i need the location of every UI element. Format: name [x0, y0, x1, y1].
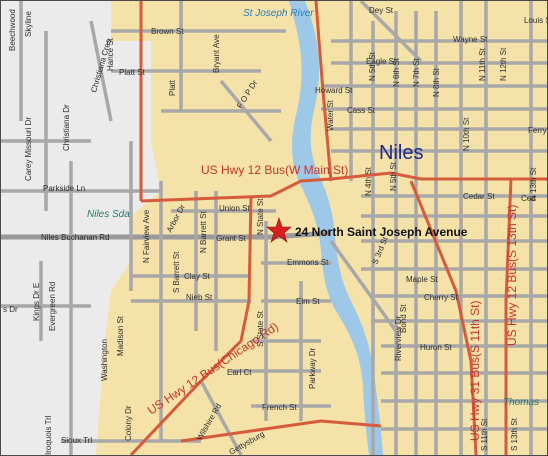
street-label-french: French St: [262, 403, 297, 412]
street-label-ced: Ced: [521, 194, 536, 203]
street-label-bryant: Bryant Ave: [212, 34, 221, 73]
street-label-barrett-n: N Barrett St: [199, 210, 208, 253]
street-grid-east: [321, 1, 547, 455]
street-label-madison: Madison St: [116, 315, 125, 356]
street-label-n5: N 5th St: [368, 51, 377, 81]
west-neighborhood: [1, 1, 161, 455]
street-label-colony: Colony Dr: [124, 405, 133, 441]
street-label-howard: Howard St: [315, 86, 353, 95]
park-label-niles-sda: Niles Sda: [87, 209, 130, 220]
street-label-christiana-dr: Christiana Dr: [62, 104, 71, 151]
highway-label-s11: US Hwy 31 Bus(S 11th St): [468, 301, 482, 442]
street-label-louis: Louis S: [524, 16, 547, 25]
river-label: St Joseph River: [243, 8, 314, 19]
street-label-n7: N 7th St: [412, 57, 421, 87]
street-label-emmons: Emmons St: [287, 258, 329, 267]
street-label-clay: Clay St: [184, 272, 211, 281]
street-label-platt-st: Platt St: [119, 68, 146, 77]
street-label-cass: Cass St: [347, 106, 376, 115]
street-label-sd: s Dr: [3, 305, 18, 314]
street-label-elm: Elm St: [296, 297, 320, 306]
street-label-fairview: N Fairview Ave: [142, 209, 151, 263]
street-label-washington: Washington: [100, 339, 109, 381]
street-label-cedar: Cedar St: [463, 192, 495, 201]
street-label-grant: Grant St: [216, 234, 247, 243]
street-label-n5-lower: N 5th St: [389, 161, 398, 191]
street-label-parkside: Parkside Ln: [43, 184, 85, 193]
street-label-n12: N 12th St: [499, 47, 508, 81]
street-label-wayne: Wayne St: [453, 35, 488, 44]
street-label-state-n: N State St: [256, 198, 265, 235]
street-label-parkway: Parkway Dr: [308, 347, 317, 389]
street-label-kings: Kings Dr E: [32, 283, 41, 321]
street-label-carey: Carey Missouri Dr: [24, 117, 33, 181]
street-label-s11th: S 11th St: [480, 418, 489, 451]
river-shape: [289, 1, 383, 455]
street-label-river-dr: Riverview Dr: [394, 315, 403, 361]
street-label-state-s: S State St: [256, 310, 265, 347]
street-label-huron: Huron St: [420, 343, 452, 352]
street-label-bond: Bond St: [399, 304, 408, 333]
street-label-iroquois: Iroquois Trl: [44, 415, 53, 455]
street-label-s13th: S 13th St: [510, 417, 519, 451]
highway-label-main: US Hwy 12 Bus(W Main St): [201, 163, 348, 177]
street-label-platt: Platt: [168, 79, 177, 96]
street-label-dey: Dey St: [369, 6, 394, 15]
street-label-nieb: Nieb St: [186, 293, 213, 302]
street-label-beechwood: Beechwood: [8, 9, 17, 51]
city-label: Niles: [379, 142, 423, 164]
street-label-brown: Brown St: [151, 27, 184, 36]
street-label-earl: Earl Ct: [227, 368, 252, 377]
street-label-ferry: Ferry St: [528, 126, 547, 135]
highway-label-s13: US Hwy 12 Bus(S 13th St): [505, 205, 519, 346]
location-star-icon[interactable]: [266, 217, 292, 243]
street-label-n13: N 13th St: [529, 167, 538, 201]
street-label-maple: Maple St: [406, 275, 438, 284]
park-label-thomas: Thomas: [503, 397, 539, 408]
street-label-hance: Hance St: [106, 37, 115, 71]
highway-network: [129, 1, 547, 455]
street-label-evergreen: Evergreen Rd: [48, 282, 57, 331]
street-label-water: Water St: [326, 99, 335, 131]
street-label-n11: N 11th St: [478, 47, 487, 81]
street-label-n4: N 4th St: [364, 166, 373, 196]
street-label-eagle: Eagle St: [366, 57, 397, 66]
street-label-n6: N 6th St: [392, 57, 401, 87]
street-label-skyline: Skyline: [24, 11, 33, 37]
street-label-sioux: Sioux Trl: [61, 436, 92, 445]
street-label-n10: N 10th St: [462, 117, 471, 151]
street-label-union: Union St: [219, 204, 250, 213]
street-label-niles-buchanan: Niles Buchanan Rd: [41, 233, 109, 242]
street-label-cherry: Cherry St: [424, 293, 459, 302]
marker-label: 24 North Saint Joseph Avenue: [295, 225, 468, 239]
street-label-n8: N 8th St: [432, 67, 441, 97]
street-label-barrett-s: S Barrett St: [172, 251, 181, 293]
